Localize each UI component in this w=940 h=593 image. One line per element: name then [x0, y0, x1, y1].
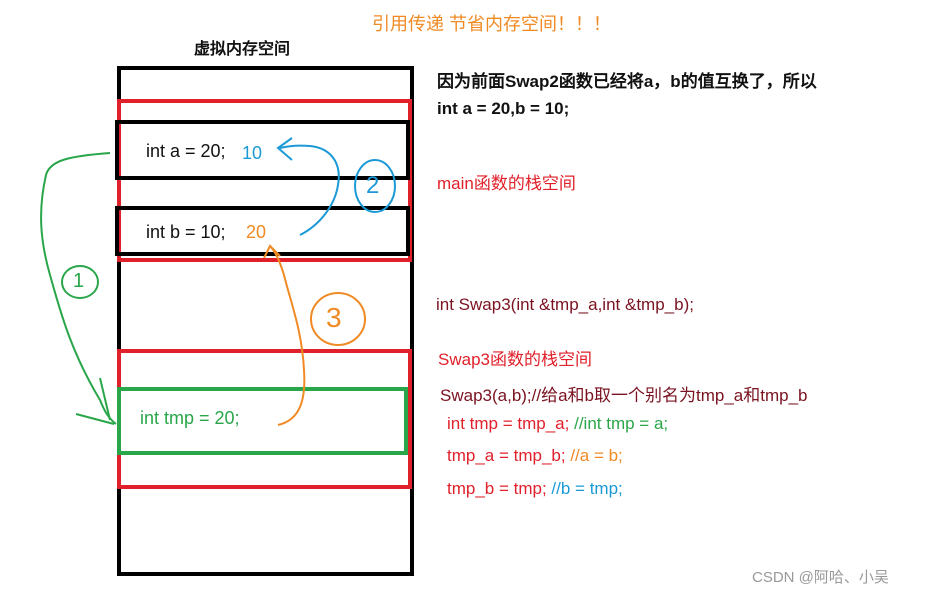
code-line-1-comment: //int tmp = a; — [574, 414, 669, 433]
code-line-1: int tmp = tmp_a; //int tmp = a; — [447, 414, 668, 434]
var-b-text: int b = 10; — [146, 222, 226, 242]
step2-circle — [354, 159, 396, 213]
swap3-call: Swap3(a,b);//给a和b取一个别名为tmp_a和tmp_b — [440, 386, 808, 405]
var-a-text: int a = 20; — [146, 141, 226, 161]
var-b-new-value: 20 — [246, 222, 267, 242]
code-line-3-stmt: tmp_b = tmp; — [447, 479, 547, 498]
note-line-1: 因为前面Swap2函数已经将a，b的值互换了，所以 — [437, 72, 817, 91]
step2-arrow — [279, 144, 340, 236]
code-line-3: tmp_b = tmp; //b = tmp; — [447, 479, 623, 499]
main-frame-box — [117, 99, 412, 262]
var-a-new-value: 10 — [242, 143, 263, 163]
code-line-1-stmt: int tmp = tmp_a; — [447, 414, 570, 433]
step3-arrow — [269, 245, 306, 426]
note-line-2: int a = 20,b = 10; — [437, 99, 570, 118]
virtual-memory-box — [117, 66, 414, 576]
code-line-2: tmp_a = tmp_b; //a = b; — [447, 446, 623, 466]
step1-label: 1 — [73, 270, 85, 292]
step2-arrowhead — [276, 137, 293, 161]
var-tmp-text: int tmp = 20; — [140, 408, 240, 428]
step1-circle — [61, 265, 99, 299]
page-title: 引用传递 节省内存空间！！！ — [372, 14, 611, 34]
swap3-signature: int Swap3(int &tmp_a,int &tmp_b); — [436, 295, 694, 314]
tmp-box — [117, 387, 408, 455]
var-a-box — [115, 120, 410, 180]
code-line-2-stmt: tmp_a = tmp_b; — [447, 446, 566, 465]
code-line-3-comment: //b = tmp; — [551, 479, 623, 498]
code-line-2-comment: //a = b; — [570, 446, 623, 465]
watermark: CSDN @阿哈、小吴 — [752, 569, 889, 586]
var-b-box — [115, 206, 410, 256]
step2-label: 2 — [366, 172, 380, 199]
step3-circle — [310, 292, 366, 346]
step3-label: 3 — [326, 302, 342, 333]
step3-arrowhead — [263, 244, 281, 259]
step1-arrow — [40, 152, 117, 425]
step1-arrowhead — [75, 377, 115, 425]
memory-label: 虚拟内存空间 — [194, 41, 291, 58]
swap3-frame-label: Swap3函数的栈空间 — [438, 350, 592, 369]
main-frame-label: main函数的栈空间 — [437, 174, 576, 193]
